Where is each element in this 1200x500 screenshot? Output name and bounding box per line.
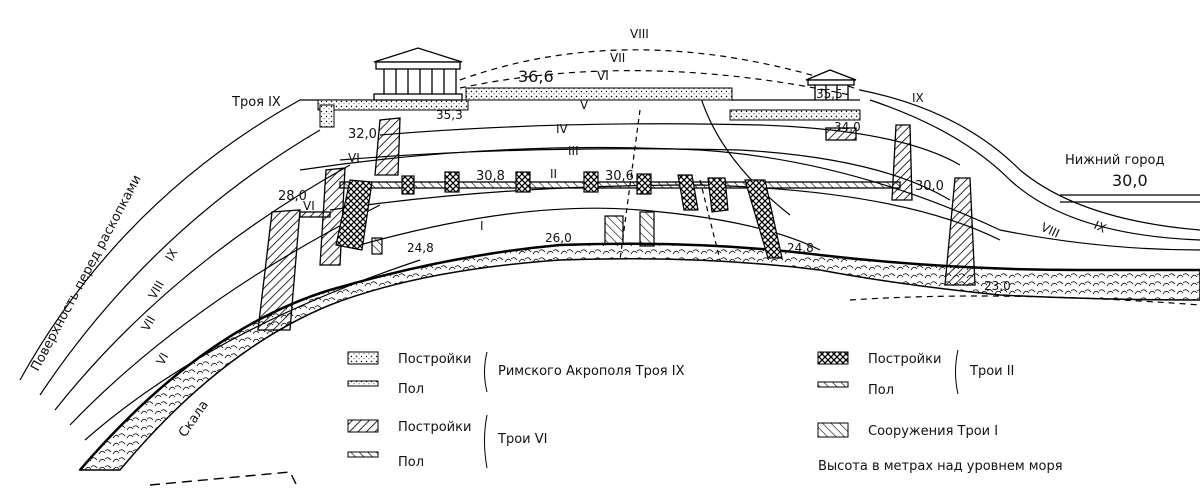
- legend-troy-i: Сооружения Трои I: [817, 422, 998, 439]
- elev-24-8-left: 24,8: [407, 241, 434, 255]
- legend-roman-buildings-label: Постройки: [398, 352, 471, 367]
- temple-left: [373, 47, 463, 101]
- temple-right: [805, 69, 857, 100]
- surface-before-label: Поверхность перед раскопками: [28, 173, 144, 374]
- legend-height-note: Высота в метрах над уровнем моря: [818, 459, 1063, 474]
- dashed-outline: [149, 471, 299, 489]
- layer-viii-left: VIII: [145, 278, 167, 301]
- legend-roman-acropolis: Римского Акрополя Троя IX: [498, 364, 685, 379]
- layer-vii-left: VII: [138, 313, 158, 333]
- legend-roman-floor: Пол: [347, 380, 424, 397]
- legend-troy-vi-buildings-label: Постройки: [398, 420, 471, 435]
- elev-23-0: 23,0: [984, 279, 1011, 293]
- elev-28-0: 28,0: [278, 189, 307, 204]
- layer-ii: II: [550, 167, 557, 181]
- elev-30-6: 30,6: [605, 169, 634, 184]
- legend-troy-vi: Трои VI: [497, 432, 547, 447]
- legend-troy-ii-buildings: Постройки: [817, 351, 941, 367]
- layer-vii-top: VII: [610, 51, 625, 65]
- legend: Постройки Пол Римского Акрополя Троя IX …: [347, 349, 1063, 474]
- legend-roman-floor-label: Пол: [398, 382, 424, 397]
- troy-ii-buildings: [335, 171, 783, 259]
- layer-vi-top: VI: [597, 69, 609, 83]
- troy-i-structures: [371, 211, 655, 255]
- legend-troy-vi-floor-label: Пол: [398, 455, 424, 470]
- rock-mass: [78, 242, 1200, 471]
- layer-vi-left: VI: [153, 350, 171, 367]
- elev-35-3: 35,3: [436, 108, 463, 122]
- lower-city-height: 30,0: [1112, 171, 1148, 190]
- elev-30-8: 30,8: [476, 169, 505, 184]
- elev-35-5: 35,5: [816, 87, 843, 101]
- legend-troy-ii: Трои II: [969, 364, 1014, 379]
- roman-platform: [317, 87, 861, 128]
- layer-i: I: [480, 219, 484, 233]
- layer-vi-wall-left: VI: [303, 199, 315, 213]
- legend-troy-vi-floor: Пол: [347, 451, 424, 470]
- troy-vi-walls: [257, 117, 976, 331]
- layer-iii: III: [568, 144, 579, 158]
- troy-ix-label: Троя IX: [231, 95, 281, 110]
- legend-troy-ii-buildings-label: Постройки: [868, 352, 941, 367]
- elev-30-0: 30,0: [915, 179, 944, 194]
- elev-26-0: 26,0: [545, 231, 572, 245]
- legend-roman-buildings: Постройки: [347, 351, 471, 367]
- elev-24-8-right: 24,8: [787, 241, 814, 255]
- layer-ix-right: IX: [912, 91, 924, 105]
- layer-viii-top: VIII: [630, 27, 649, 41]
- elev-34-0: 34,0: [834, 120, 861, 134]
- legend-troy-ii-floor-label: Пол: [868, 383, 894, 398]
- elev-36-6: 36,6: [518, 67, 554, 86]
- layer-vi-wall: VI: [348, 151, 360, 165]
- layer-iv: IV: [556, 122, 569, 136]
- legend-troy-vi-buildings: Постройки: [347, 419, 471, 435]
- layer-ix-slope: IX: [1092, 218, 1109, 236]
- elev-32-0: 32,0: [348, 127, 377, 142]
- lower-city-label: Нижний город: [1065, 153, 1164, 168]
- layer-ix-left: IX: [162, 246, 180, 263]
- legend-troy-i-label: Сооружения Трои I: [868, 424, 998, 439]
- legend-troy-ii-floor: Пол: [817, 381, 894, 398]
- layer-v: V: [580, 98, 589, 112]
